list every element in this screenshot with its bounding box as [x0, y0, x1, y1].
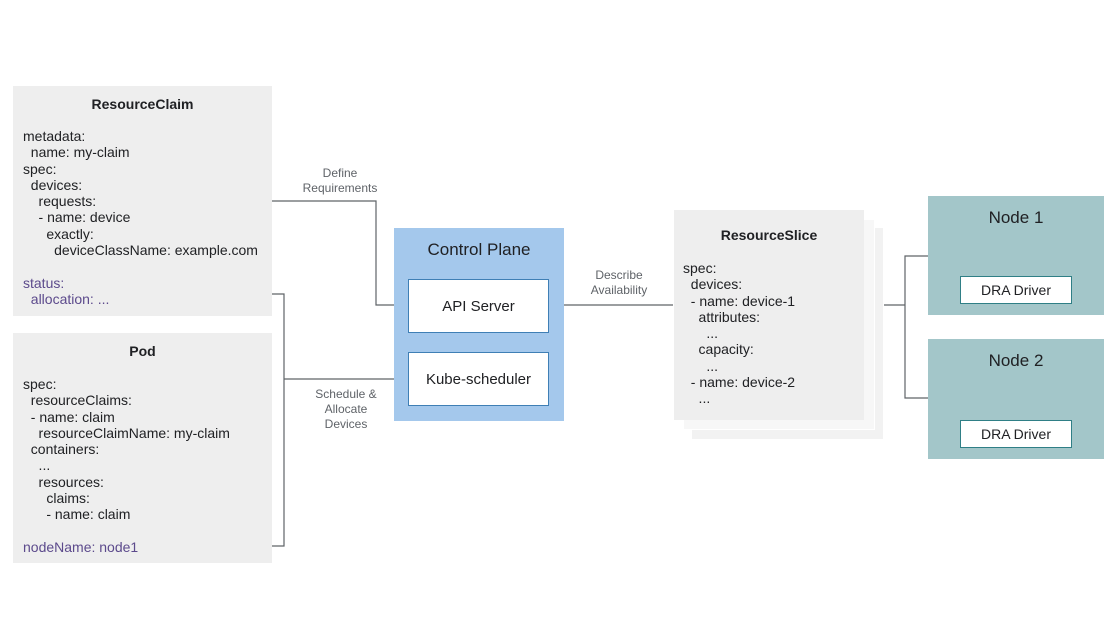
- resourceclaim-spec: metadata: name: my-claim spec: devices: …: [23, 128, 258, 259]
- schedule-allocate-label: Schedule & Allocate Devices: [315, 387, 377, 431]
- node-1-title: Node 1: [988, 208, 1044, 227]
- node-bracket: [884, 255, 928, 399]
- pod-nodename: nodeName: node1: [23, 539, 139, 555]
- kube-scheduler-box: Kube-scheduler: [408, 352, 549, 406]
- define-requirements-label: Define Requirements: [302, 166, 378, 195]
- node-1-box: Node 1 DRA Driver: [928, 196, 1104, 315]
- node-2-dra-driver: DRA Driver: [960, 420, 1072, 448]
- resourceslice-spec: spec: devices: - name: device-1 attribut…: [683, 260, 796, 407]
- control-plane-box: Control Plane API Server Kube-scheduler: [394, 228, 564, 421]
- node-2-title: Node 2: [988, 351, 1044, 370]
- control-plane-title: Control Plane: [427, 240, 531, 259]
- node-1-dra-driver: DRA Driver: [960, 276, 1072, 304]
- pod-title: Pod: [129, 343, 156, 359]
- pod-card: Pod spec: resourceClaims: - name: claim …: [13, 333, 272, 563]
- define-requirements-arrow: [272, 200, 407, 309]
- resourceslice-card: ResourceSlice spec: devices: - name: dev…: [674, 210, 864, 420]
- resourceslice-title: ResourceSlice: [720, 227, 818, 243]
- resourceclaim-title: ResourceClaim: [91, 96, 194, 112]
- resourceclaim-card: ResourceClaim metadata: name: my-claim s…: [13, 86, 272, 316]
- describe-availability-label: Describe Availability: [590, 268, 648, 297]
- pod-spec: spec: resourceClaims: - name: claim reso…: [23, 376, 230, 523]
- api-server-box: API Server: [408, 279, 549, 333]
- node-2-box: Node 2 DRA Driver: [928, 339, 1104, 459]
- resourceclaim-status: status: allocation: ...: [23, 275, 110, 308]
